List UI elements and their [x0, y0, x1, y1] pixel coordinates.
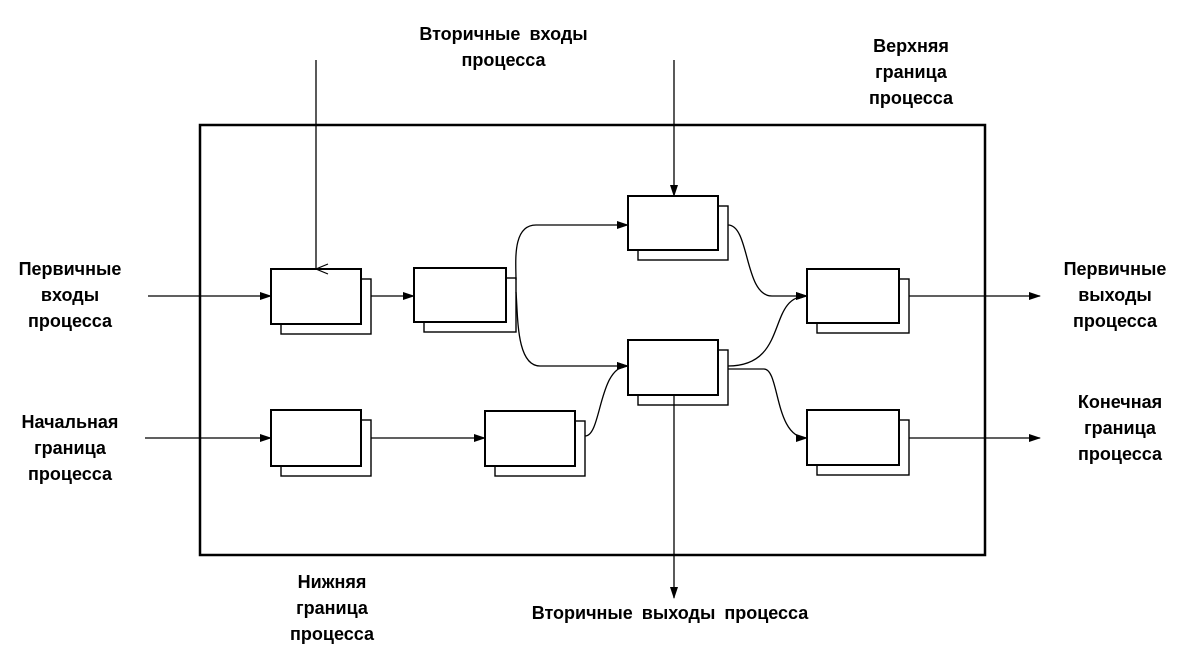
connector-middle-output2	[728, 368, 808, 442]
connector-2-middle	[515, 291, 629, 370]
process-block-initial-2	[484, 410, 586, 477]
label-primary-outputs: Первичные выходы процесса	[1063, 259, 1167, 331]
label-secondary-outputs: Вторичные выходы процесса	[531, 603, 809, 623]
connector-upper-output1	[727, 224, 808, 300]
process-block-output-1	[806, 268, 910, 334]
process-block-middle	[627, 339, 729, 406]
process-block-input-2	[413, 267, 517, 333]
process-block-initial-1	[270, 409, 372, 477]
label-upper-boundary: Верхняя граница процесса	[869, 36, 953, 108]
label-initial-boundary: Начальная граница процесса	[21, 412, 119, 484]
connector-2-upper	[515, 221, 629, 281]
connector-middle-output1	[727, 292, 808, 367]
process-boundary-frame	[198, 123, 987, 557]
label-lower-boundary: Нижняя граница процесса	[290, 572, 374, 644]
label-primary-inputs: Первичные входы процесса	[18, 259, 122, 331]
process-block-upper	[627, 195, 729, 261]
label-secondary-inputs: Вторичные входы процесса	[419, 24, 588, 70]
connector-initial2-middle	[584, 362, 629, 437]
process-block-output-2	[806, 409, 910, 476]
label-final-boundary: Конечная граница процесса	[1077, 392, 1163, 464]
process-block-input-1	[270, 268, 372, 335]
